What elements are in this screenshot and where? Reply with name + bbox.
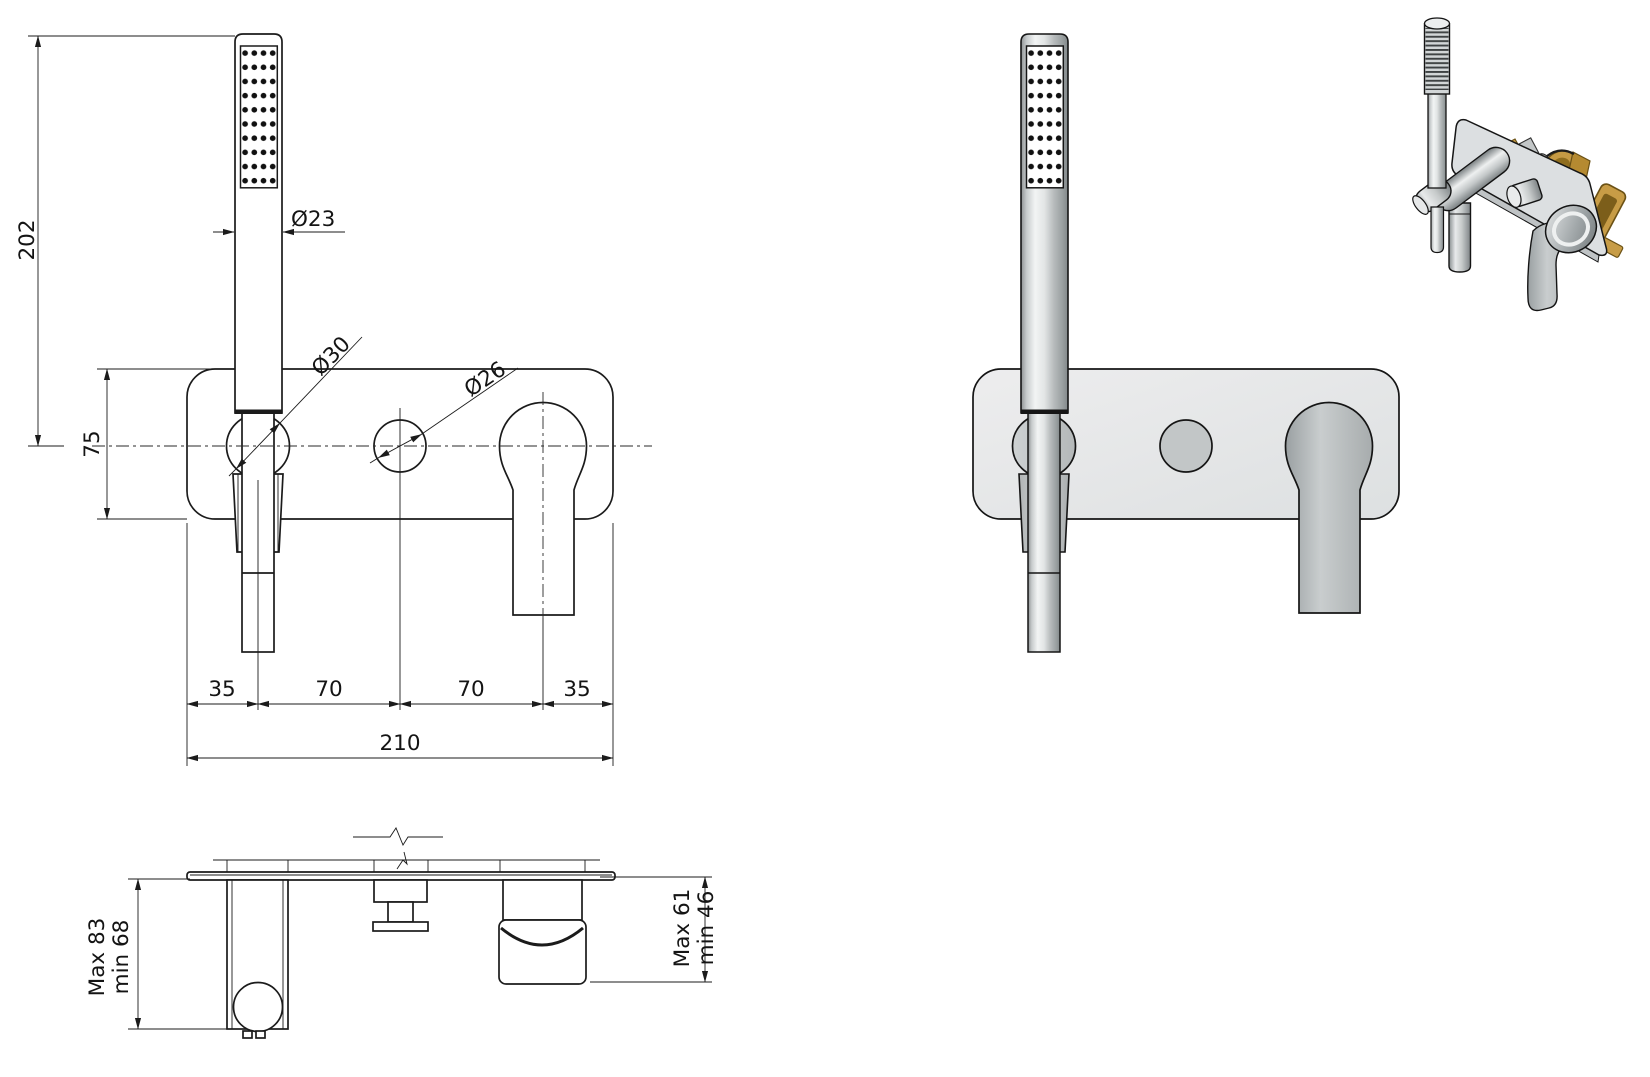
dim-label-70-right: 70 — [457, 677, 484, 702]
wand-tube-iso — [1427, 91, 1447, 189]
sleeve-break-symbol — [396, 851, 408, 870]
dim-label-202: 202 — [15, 219, 40, 260]
handle-lever-bottom — [498, 919, 587, 985]
bottom-view-drawing: Max 83 min 68 Max 61 min 46 — [85, 827, 719, 1039]
spray-face-dots — [239, 45, 279, 189]
wand-head-ribs — [1425, 28, 1449, 90]
dim-label-210: 210 — [379, 731, 420, 756]
wand-tail-iso — [1430, 206, 1445, 254]
diverter-knob-render — [1159, 419, 1213, 473]
diverter-knob-iso — [1506, 178, 1543, 208]
diverter-knob-bottom — [373, 879, 428, 903]
dim-label-35-left: 35 — [208, 677, 235, 702]
lever-handle-outline — [498, 401, 588, 616]
dim-label-70-left: 70 — [315, 677, 342, 702]
handle-base-bottom — [502, 879, 583, 921]
hand-shower-tail-render — [1027, 412, 1061, 653]
dim-label-max61: Max 61 — [670, 889, 695, 968]
dim-label-35-right: 35 — [563, 677, 590, 702]
dim-label-max83: Max 83 — [85, 918, 110, 997]
dim-label-min46: min 46 — [694, 891, 719, 966]
wand-junction-band — [235, 409, 282, 414]
front-view-drawing: 202 75 Ø23 Ø30 Ø26 35 70 70 35 210 — [15, 33, 652, 766]
wand-junction-band-render — [1021, 409, 1068, 414]
handle-cap-iso — [1544, 204, 1598, 254]
dim-label-min68: min 68 — [109, 920, 134, 995]
isometric-view-render — [1412, 17, 1627, 312]
dim-label-d23: Ø23 — [291, 207, 335, 232]
hose-connection-tube — [1448, 202, 1472, 273]
plate-edge-on — [186, 871, 616, 881]
dim-label-75: 75 — [80, 430, 105, 457]
front-view-render — [972, 33, 1400, 653]
spray-face-dots-render — [1026, 46, 1064, 188]
wand-end-circle — [232, 981, 284, 1033]
lever-handle-render — [1284, 401, 1374, 614]
pipe-break-symbol — [353, 827, 443, 846]
